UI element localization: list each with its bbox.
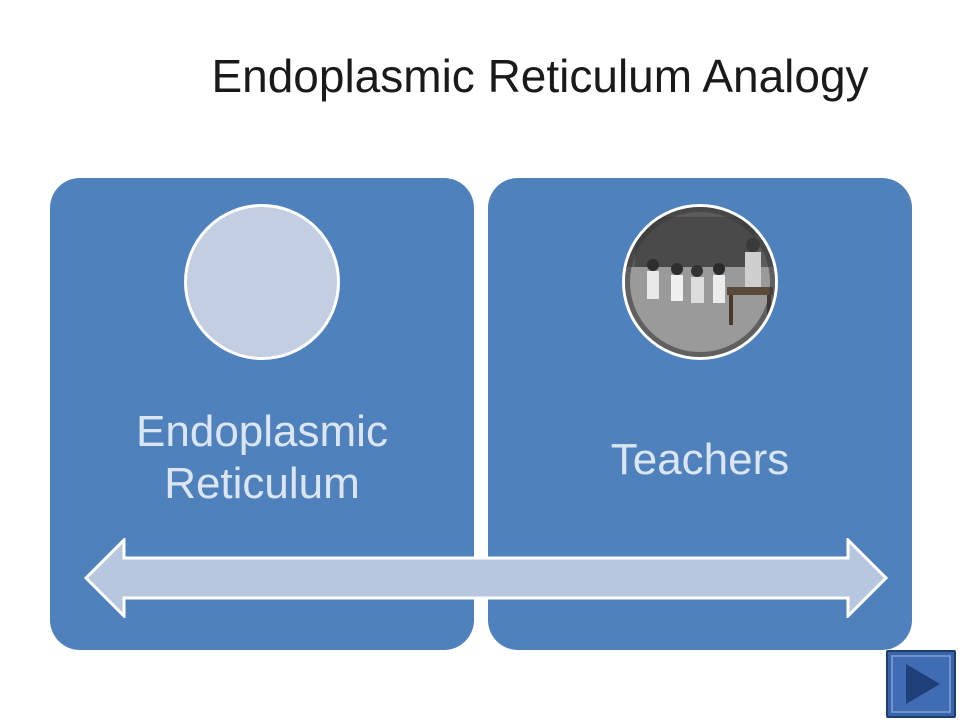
card-label-right: Teachers xyxy=(610,435,790,484)
next-slide-button[interactable] xyxy=(886,650,956,718)
classroom-photo xyxy=(622,204,778,360)
double-arrow-icon xyxy=(84,538,888,618)
placeholder-circle xyxy=(184,204,340,360)
play-triangle-icon xyxy=(891,655,951,713)
card-label-left: Endoplasmic Reticulum xyxy=(136,407,388,508)
slide-title: Endoplasmic Reticulum Analogy xyxy=(211,50,869,102)
